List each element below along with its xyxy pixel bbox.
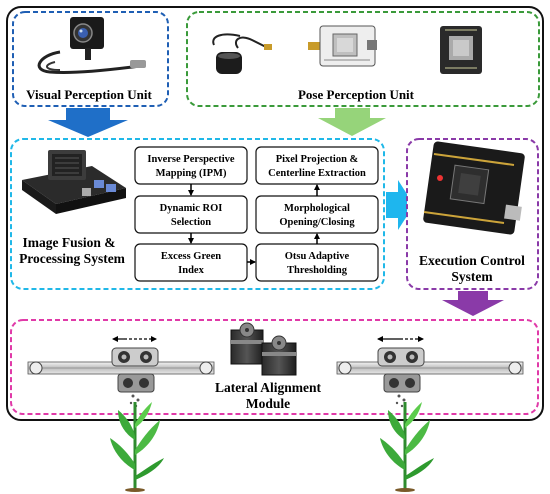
left-linear-rail — [27, 347, 215, 393]
step-otsu: Otsu Adaptive Thresholding — [255, 243, 379, 282]
gps-module-icon — [308, 25, 377, 67]
step-ipm: Inverse Perspective Mapping (IPM) — [134, 146, 248, 185]
svg-text:Centerline Extraction: Centerline Extraction — [268, 168, 366, 179]
execution-label-line2: System — [451, 269, 493, 284]
step-pixel-projection: Pixel Projection & Centerline Extraction — [255, 146, 379, 185]
usb-camera-icon — [37, 17, 146, 75]
execution-to-lateral-arrow — [442, 291, 504, 316]
microcontroller-board-icon — [423, 141, 525, 235]
left-crop-plant-icon — [110, 402, 164, 492]
pose-perception-label: Pose Perception Unit — [298, 87, 415, 102]
svg-text:Inverse Perspective: Inverse Perspective — [147, 154, 235, 165]
svg-text:Pixel Projection &: Pixel Projection & — [276, 154, 359, 165]
imu-module-icon — [440, 26, 482, 74]
svg-text:Index: Index — [178, 265, 204, 276]
svg-text:Morphological: Morphological — [284, 203, 350, 214]
jetson-board-icon — [22, 150, 126, 214]
svg-text:Otsu Adaptive: Otsu Adaptive — [285, 251, 350, 262]
execution-label-line1: Execution Control — [419, 253, 525, 268]
svg-text:Thresholding: Thresholding — [287, 265, 348, 276]
fusion-label-line1: Image Fusion & — [22, 235, 115, 250]
visual-to-fusion-arrow — [48, 108, 128, 137]
right-linear-rail — [336, 347, 524, 393]
right-spray-drops — [395, 394, 406, 408]
svg-text:Excess Green: Excess Green — [161, 251, 221, 262]
stepper-motor-icon — [230, 322, 297, 376]
lateral-label-line2: Module — [246, 396, 290, 411]
lateral-label-line1: Lateral Alignment — [215, 380, 322, 395]
fusion-label-line2: Processing System — [19, 251, 126, 266]
fusion-to-execution-arrow — [386, 180, 414, 230]
visual-perception-label: Visual Perception Unit — [26, 87, 152, 102]
step-excess-green: Excess Green Index — [134, 243, 248, 282]
svg-text:Dynamic ROI: Dynamic ROI — [160, 203, 223, 214]
gnss-antenna-icon — [212, 33, 272, 74]
step-dynamic-roi: Dynamic ROI Selection — [134, 195, 248, 234]
svg-text:Selection: Selection — [171, 217, 211, 228]
pose-to-fusion-arrow — [318, 108, 386, 136]
svg-text:Mapping (IPM): Mapping (IPM) — [156, 168, 227, 179]
svg-text:Opening/Closing: Opening/Closing — [279, 217, 355, 228]
outer-frame — [6, 6, 544, 421]
right-crop-plant-icon — [380, 402, 434, 492]
step-morphological: Morphological Opening/Closing — [255, 195, 379, 234]
